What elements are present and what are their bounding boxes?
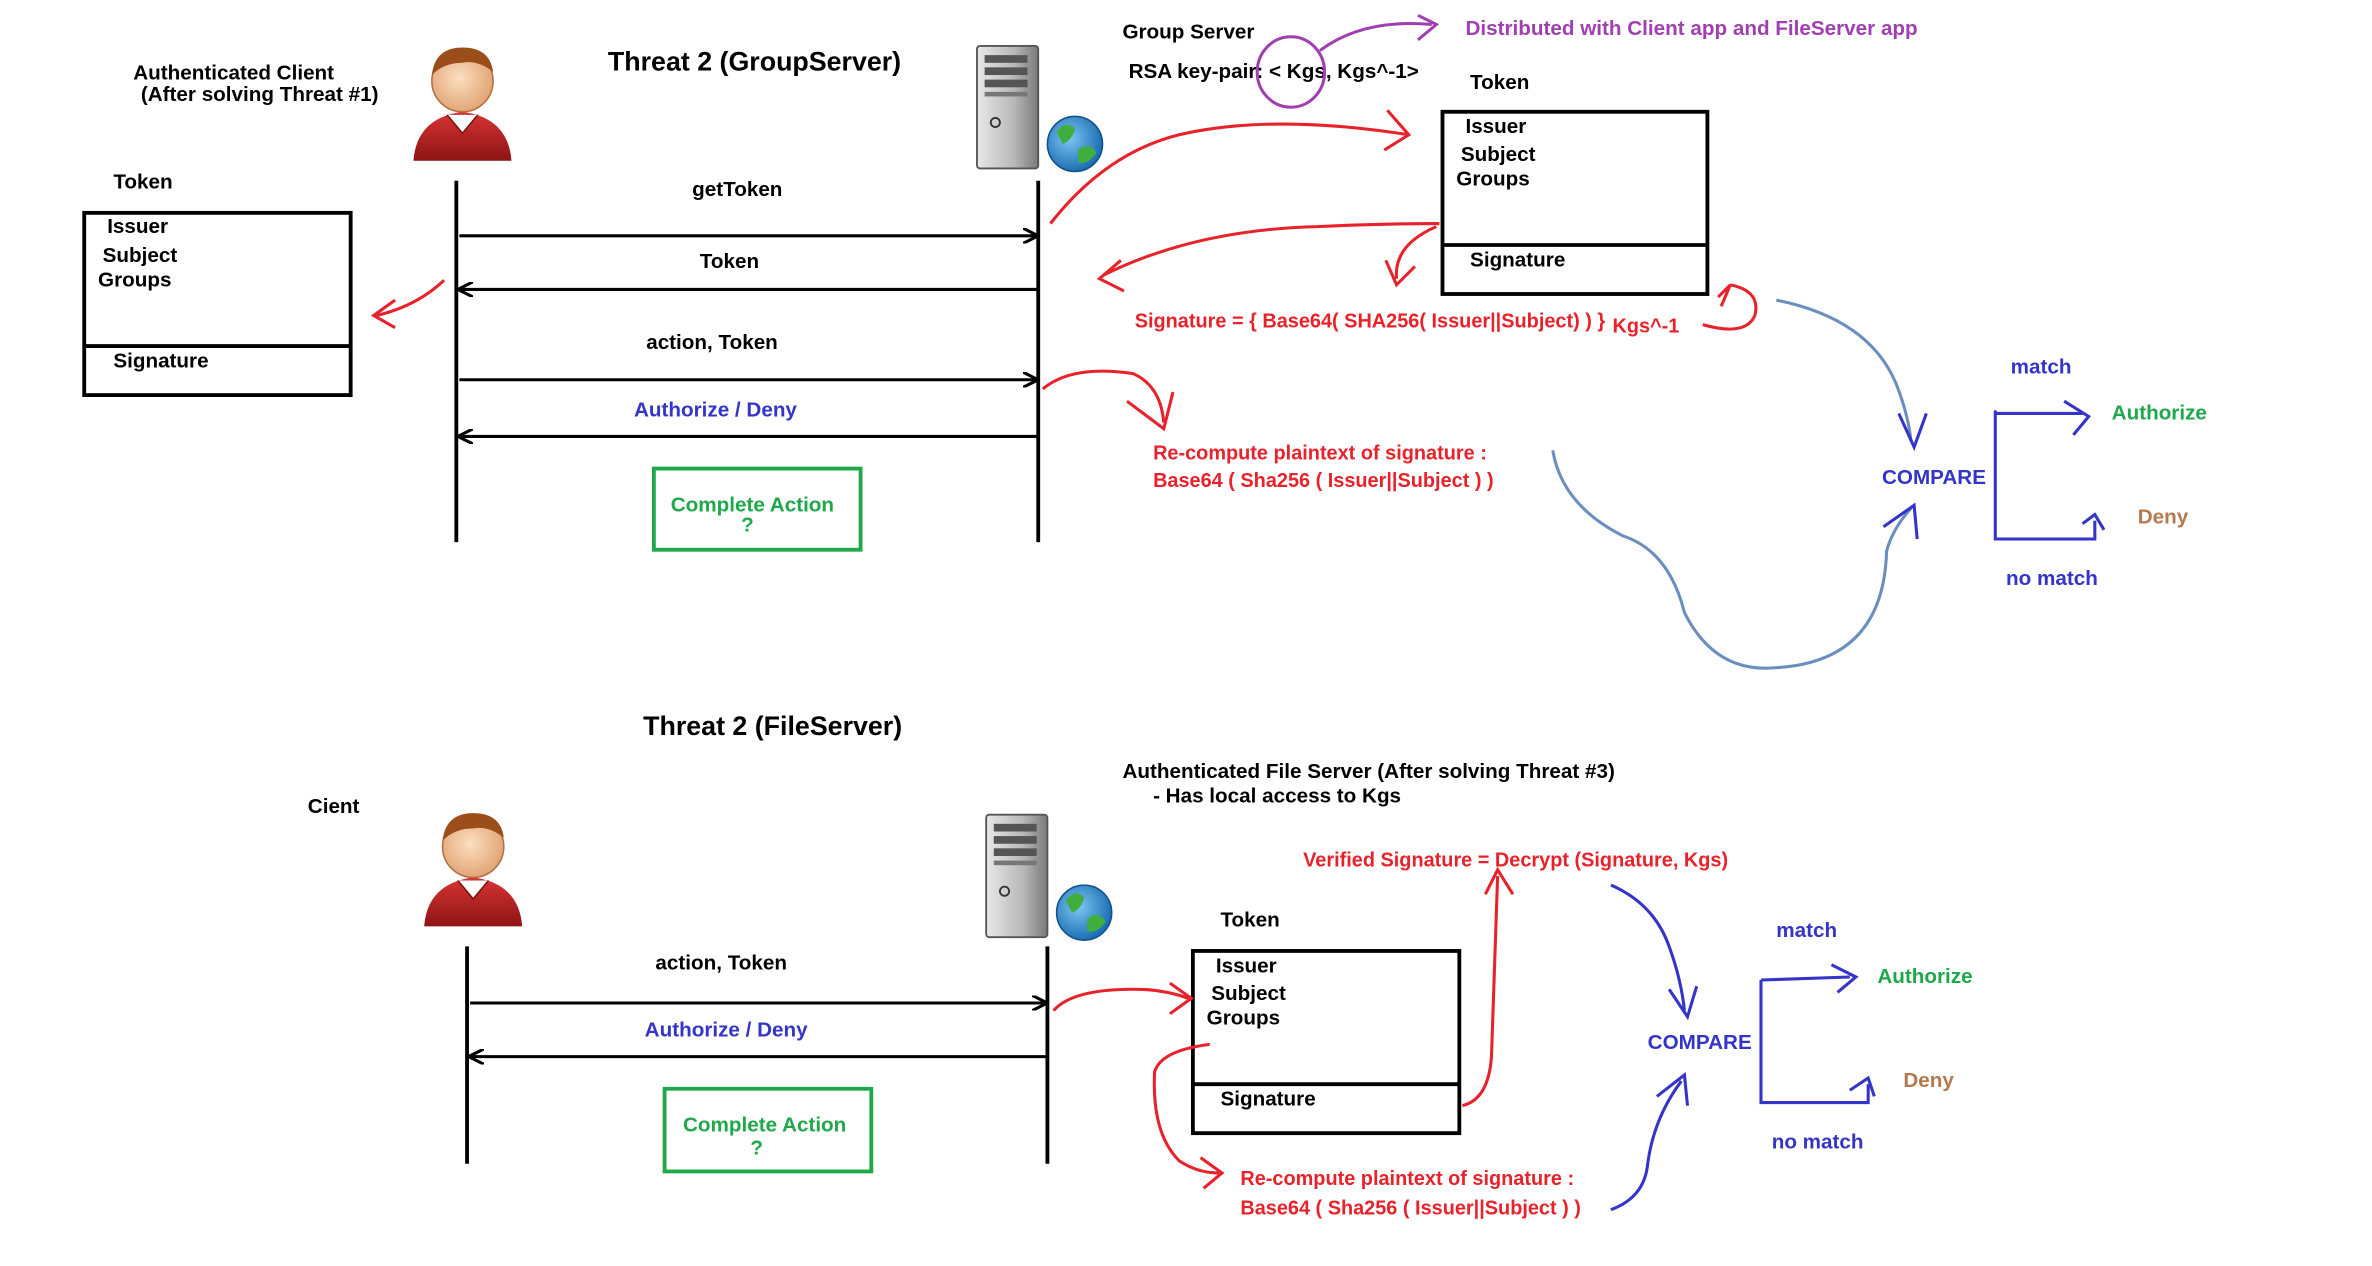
recompute-line-1: Re-compute plaintext of signature : (1153, 442, 1487, 464)
file-server-sublabel: - Has local access to Kgs (1153, 784, 1401, 807)
bottom-deny-label: Deny (1903, 1069, 1954, 1092)
recompute-line-2: Base64 ( Sha256 ( Issuer||Subject ) ) (1153, 470, 1494, 492)
bottom-recompute-to-compare-line (1610, 1080, 1683, 1212)
kgs-highlight-circle (1255, 35, 1327, 109)
bottom-no-match-label: no match (1772, 1130, 1864, 1153)
action-token-label: action, Token (646, 331, 778, 354)
bottom-title: Threat 2 (FileServer) (643, 711, 902, 741)
user-icon-bottom (423, 812, 523, 928)
complete-action-label: Complete Action (671, 493, 834, 516)
server-token-issuer: Issuer (1465, 115, 1526, 138)
client-token-subject: Subject (103, 244, 178, 267)
verified-signature-label: Verified Signature = Decrypt (Signature,… (1303, 850, 1728, 872)
complete-action-box (651, 466, 863, 552)
top-match-label: match (2011, 356, 2072, 379)
signature-compute-arrow (1394, 225, 1437, 279)
bottom-token-groups: Groups (1207, 1006, 1280, 1029)
server-icon (976, 45, 1104, 173)
get-token-label: getToken (692, 178, 782, 201)
bottom-action-token-label: action, Token (655, 951, 787, 974)
bottom-authorize-label: Authorize (1877, 965, 1972, 988)
return-token-arrow (1101, 222, 1440, 278)
complete-action-question: ? (741, 513, 754, 536)
file-server-label: Authenticated File Server (After solving… (1122, 760, 1614, 783)
recompute-to-compare-line (1551, 449, 1913, 670)
server-token-box (1440, 109, 1710, 296)
user-icon (412, 46, 513, 162)
issue-token-arrow (1049, 122, 1410, 225)
authorize-deny-label: Authorize / Deny (634, 399, 797, 422)
client-token-arrow (376, 279, 446, 317)
token-label: Token (700, 250, 759, 273)
server-token-groups: Groups (1456, 167, 1529, 190)
group-server-label: Group Server (1122, 20, 1254, 43)
top-compare-bracket (1993, 410, 2097, 541)
top-no-match-label: no match (2006, 567, 2098, 590)
client-token-issuer: Issuer (107, 215, 168, 238)
server-token-title: Token (1470, 71, 1529, 94)
server-token-subject: Subject (1461, 143, 1536, 166)
top-client-label: Authenticated Client (133, 62, 334, 85)
recompute-arrow (1041, 369, 1166, 423)
signature-sign-arrow (1702, 283, 1758, 331)
decrypt-arrow (1461, 875, 1500, 1108)
bottom-token-title: Token (1220, 908, 1279, 931)
bottom-match-label: match (1776, 919, 1837, 942)
client-token-title: Token (113, 170, 172, 193)
bottom-compare-label: COMPARE (1648, 1031, 1752, 1054)
bottom-compare-bracket (1759, 980, 1870, 1105)
signature-to-compare-line (1776, 298, 1913, 442)
bottom-recompute-arrow (1152, 1042, 1219, 1175)
top-compare-label: COMPARE (1882, 466, 1986, 489)
bottom-authorize-deny-label: Authorize / Deny (645, 1019, 808, 1042)
signature-formula: Signature = { Base64( SHA256( Issuer||Su… (1135, 311, 1606, 333)
signature-key: Kgs^-1 (1612, 315, 1679, 337)
client-token-box (82, 210, 353, 397)
bottom-token-box (1190, 949, 1462, 1136)
rsa-keypair-label: RSA key-pair: < Kgs, Kgs^-1> (1129, 60, 1419, 83)
top-authorize-label: Authorize (2112, 402, 2207, 425)
bottom-complete-action-label: Complete Action (683, 1114, 846, 1137)
client-token-groups: Groups (98, 268, 171, 291)
bottom-token-subject: Subject (1211, 982, 1286, 1005)
client-token-signature: Signature (113, 350, 208, 373)
bottom-recompute-line-2: Base64 ( Sha256 ( Issuer||Subject ) ) (1240, 1197, 1581, 1219)
bottom-client-label: Cient (308, 795, 360, 818)
distributed-arrow (1319, 22, 1432, 52)
bottom-token-arrow (1052, 987, 1189, 1012)
bottom-verified-to-compare-line (1610, 883, 1686, 1011)
bottom-token-issuer: Issuer (1216, 954, 1277, 977)
top-title: Threat 2 (GroupServer) (608, 46, 901, 76)
top-deny-label: Deny (2138, 506, 2189, 529)
bottom-complete-action-question: ? (750, 1137, 763, 1160)
top-client-sublabel: (After solving Threat #1) (141, 83, 379, 106)
bottom-recompute-line-1: Re-compute plaintext of signature : (1240, 1168, 1574, 1190)
bottom-token-signature: Signature (1220, 1088, 1315, 1111)
bottom-complete-action-box (662, 1086, 874, 1174)
distributed-note: Distributed with Client app and FileServ… (1465, 17, 1917, 40)
server-token-signature: Signature (1470, 248, 1565, 271)
server-icon-bottom (985, 813, 1113, 942)
